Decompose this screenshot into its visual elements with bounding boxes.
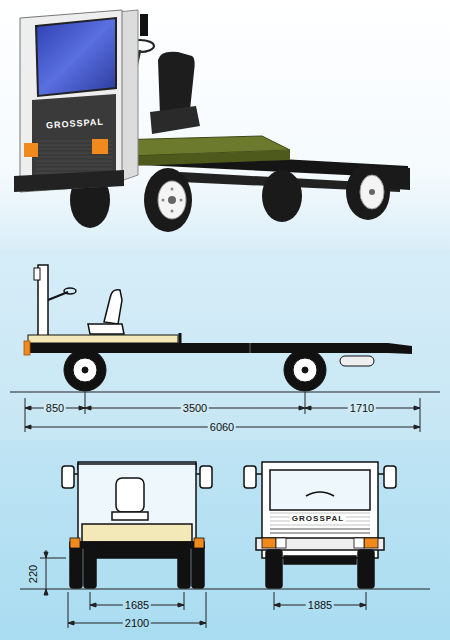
dimension-value: 850 bbox=[44, 403, 66, 414]
ground bbox=[0, 250, 450, 440]
dimension-lines bbox=[25, 392, 420, 432]
ground-line bbox=[20, 589, 430, 590]
ground bbox=[0, 0, 450, 250]
perspective-chassis bbox=[14, 10, 410, 232]
dimension-lines bbox=[40, 550, 366, 628]
dimension-value: 1885 bbox=[306, 600, 334, 611]
dimension-value: 2100 bbox=[123, 618, 151, 629]
rear-view bbox=[62, 462, 212, 588]
dimension-value: 3500 bbox=[181, 403, 209, 414]
ground bbox=[0, 440, 450, 640]
brand-badge: GROSSPAL bbox=[290, 515, 346, 523]
front-view bbox=[244, 462, 396, 588]
ground-line bbox=[10, 392, 440, 393]
dimension-value: 1710 bbox=[348, 403, 376, 414]
dimension-value: 1685 bbox=[123, 600, 151, 611]
side-elevation bbox=[24, 265, 412, 391]
dimension-value: 220 bbox=[28, 563, 39, 585]
dimension-value: 6060 bbox=[208, 422, 236, 433]
